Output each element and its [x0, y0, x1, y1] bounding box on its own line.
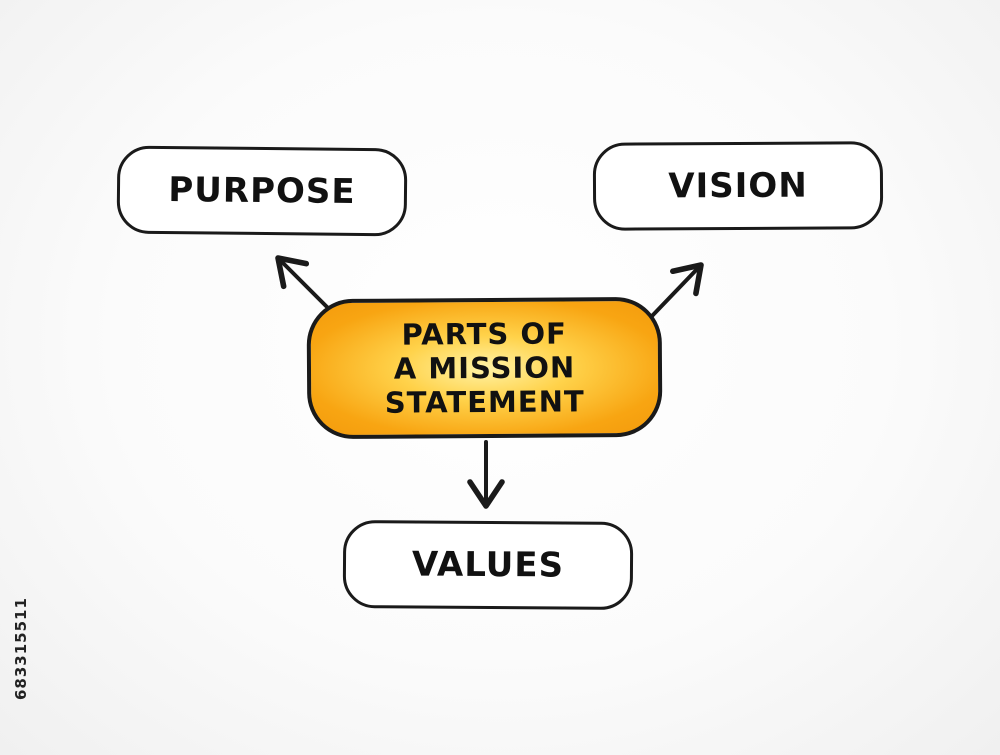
center-node-mission-statement: PARTS OF A MISSION STATEMENT — [306, 296, 663, 440]
node-vision-label: VISION — [668, 165, 808, 207]
node-purpose-label: PURPOSE — [168, 170, 356, 212]
node-values-label: VALUES — [411, 544, 565, 586]
stock-image-id: 683315511 — [12, 597, 30, 700]
center-line-1: PARTS OF — [401, 316, 568, 352]
node-values: VALUES — [342, 519, 634, 611]
node-vision: VISION — [592, 141, 884, 231]
node-purpose: PURPOSE — [116, 145, 408, 237]
center-line-3: STATEMENT — [384, 384, 585, 420]
arrow-to-vision — [650, 262, 704, 318]
center-line-2: A MISSION — [393, 350, 576, 386]
arrow-to-purpose — [275, 255, 330, 310]
